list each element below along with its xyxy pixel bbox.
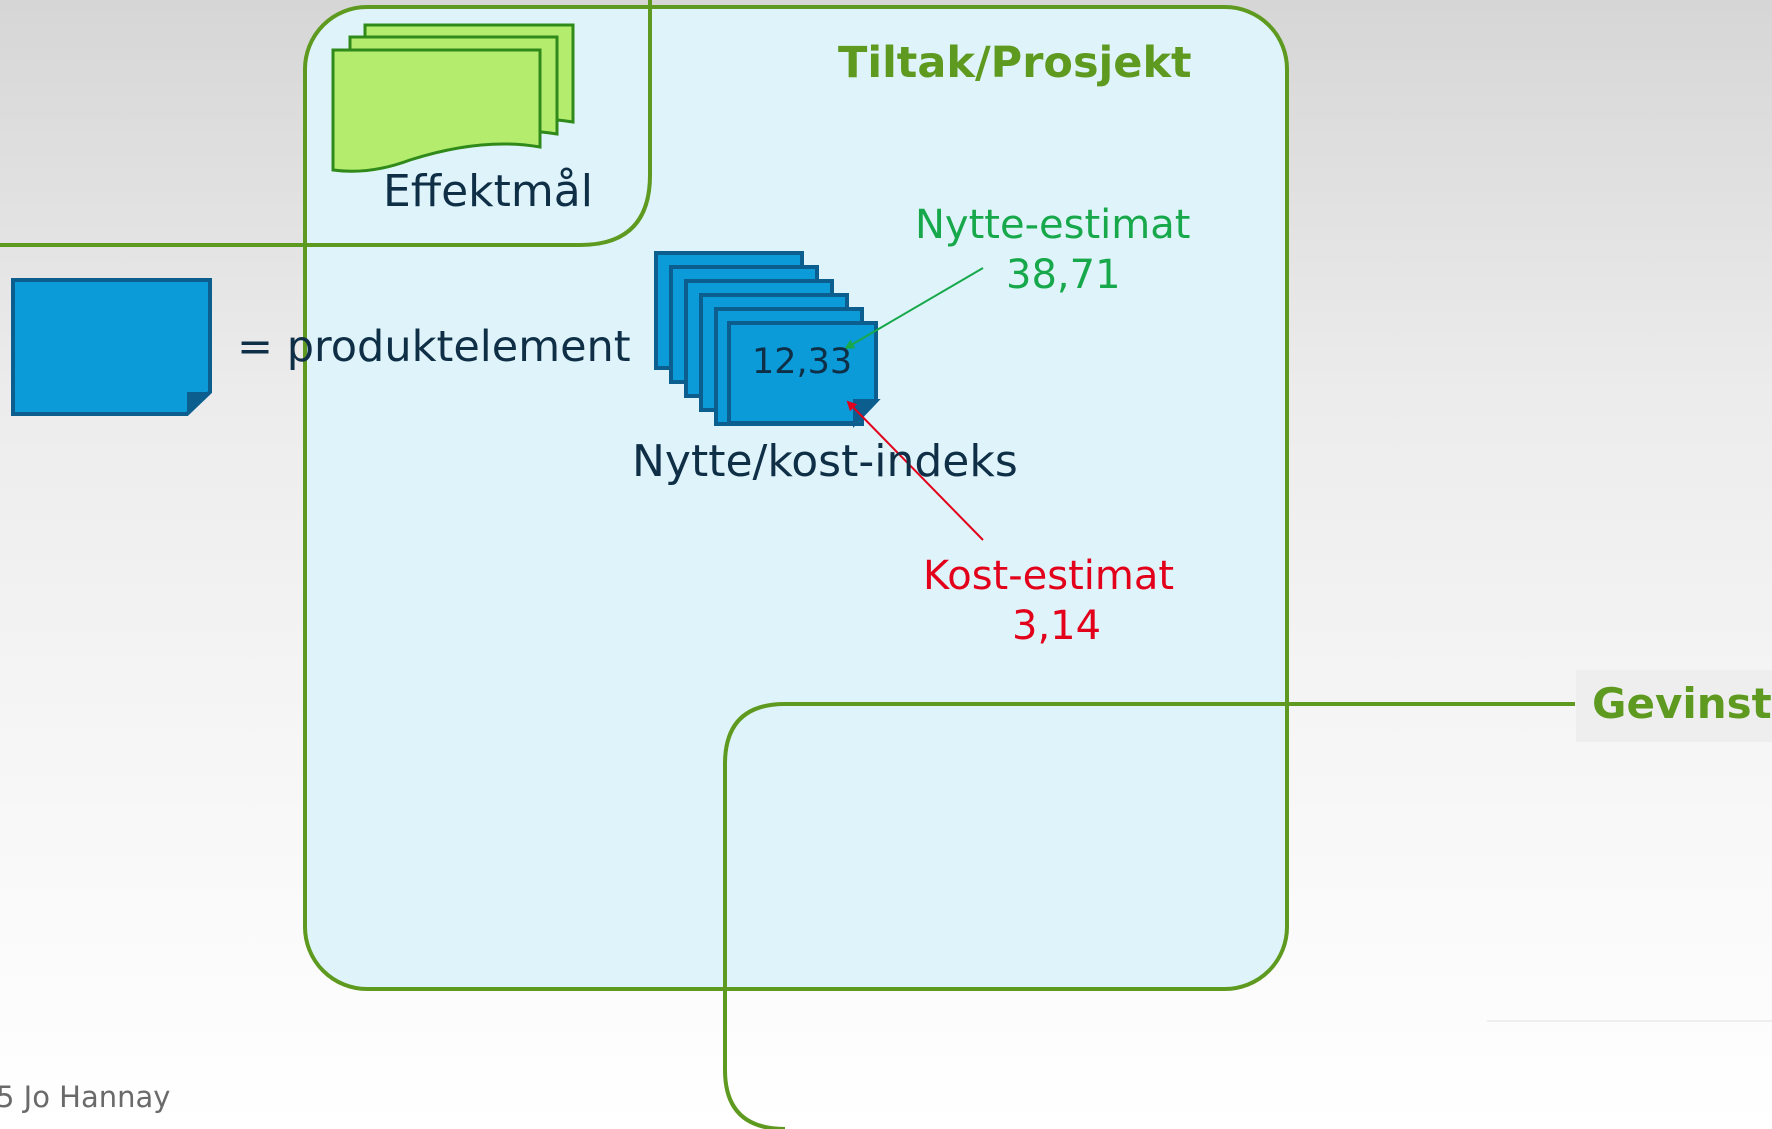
benefit-value: 38,71	[1006, 252, 1121, 298]
legend-text: = produktelement	[237, 322, 631, 372]
document-stack-icon	[331, 23, 575, 173]
product-element-stack	[654, 251, 881, 428]
product-element-icon	[11, 278, 212, 416]
benefit-arrow	[844, 267, 984, 350]
index-value: 12,33	[752, 342, 853, 382]
gain-label-bg	[1576, 670, 1772, 742]
index-label: Nytte/kost-indeks	[632, 436, 1018, 487]
benefit-label: Nytte-estimat	[915, 202, 1191, 248]
cost-label: Kost-estimat	[923, 553, 1175, 599]
footer-author: 5 Jo Hannay	[0, 1080, 171, 1114]
gain-region	[723, 702, 1575, 1129]
project-box	[303, 5, 1289, 991]
cost-value: 3,14	[1012, 603, 1102, 649]
cost-arrow	[846, 400, 984, 541]
effect-goal-region	[0, 0, 652, 247]
project-title: Tiltak/Prosjekt	[838, 38, 1192, 88]
effect-goal-label: Effektmål	[383, 166, 593, 217]
gain-label: Gevinst	[1592, 679, 1772, 728]
